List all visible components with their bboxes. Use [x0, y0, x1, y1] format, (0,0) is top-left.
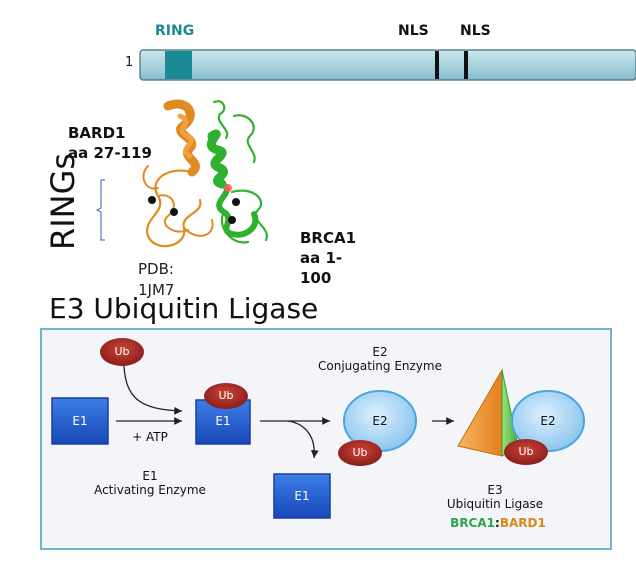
nls-label-2: NLS: [460, 23, 491, 39]
ub-e3-label: Ub: [518, 445, 534, 458]
ub-on-e3-e2: [504, 439, 548, 465]
zinc-atom: [148, 196, 156, 204]
highlight-dot: [224, 184, 232, 192]
protein-structure-image: [142, 99, 269, 248]
section-title: E3 Ubiquitin Ligase: [49, 292, 319, 325]
complex-separator: :: [495, 516, 500, 530]
e1-box-start: [51, 397, 109, 445]
bard1-label: BARD1 aa 27-119: [68, 124, 152, 162]
e1-box-released: [273, 473, 331, 519]
ubiquitination-diagram: [51, 338, 585, 519]
pdb-label: PDB: 1JM7: [138, 260, 175, 299]
rings-label: RINGs: [44, 152, 82, 250]
nls-mark-1: [435, 51, 439, 79]
ub-free-label: Ub: [114, 345, 130, 358]
zinc-atom: [170, 208, 178, 216]
ub-e1-label: Ub: [218, 389, 234, 402]
e2-caption: E2 Conjugating Enzyme: [318, 345, 442, 373]
ub-on-e2: [338, 440, 382, 466]
bar-start-label: 1: [125, 55, 134, 70]
rings-bracket: [95, 179, 105, 241]
e1-start-label: E1: [72, 414, 88, 428]
zinc-atom: [228, 216, 236, 224]
complex-label: BRCA1:BARD1: [438, 516, 558, 530]
e3-caption: E3 Ubiquitin Ligase: [446, 483, 544, 511]
protein-bar: [139, 49, 636, 81]
zinc-atom: [232, 198, 240, 206]
brca1-complex-label: BRCA1: [450, 516, 496, 530]
e1-caption: E1 Activating Enzyme: [94, 469, 206, 497]
bard1-complex-label: BARD1: [499, 516, 546, 530]
ring-domain-label: RING: [155, 23, 195, 39]
nls-label-1: NLS: [398, 23, 429, 39]
ub-e2-label: Ub: [352, 446, 368, 459]
e2-on-e3-label: E2: [540, 414, 556, 428]
brca1-label: BRCA1 aa 1- 100: [300, 229, 357, 287]
bard1-cone: [457, 368, 503, 457]
atp-label: + ATP: [132, 430, 168, 444]
ring-domain-block: [165, 51, 192, 79]
e2-ellipse-on-e3: [511, 390, 585, 452]
ub-on-e1: [204, 383, 248, 409]
nls-mark-2: [464, 51, 468, 79]
e1-charged-label: E1: [215, 414, 231, 428]
e1-released-label: E1: [294, 489, 310, 503]
e2-label: E2: [372, 414, 388, 428]
ub-free: [100, 338, 144, 366]
